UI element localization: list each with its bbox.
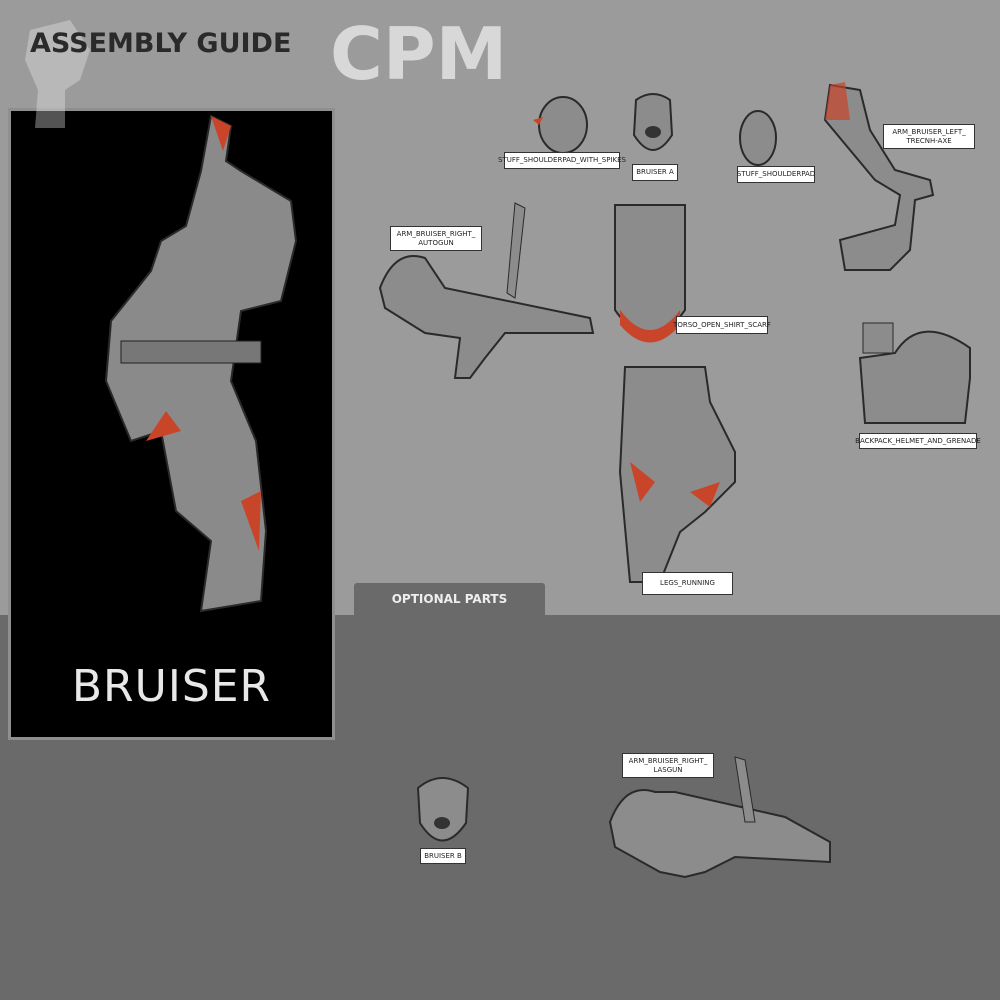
fist-logo-icon [25,20,90,128]
shoulderpad-image [739,110,777,166]
label-bruiser-b: BRUISER B [420,848,466,864]
character-panel: BRUISER [8,108,335,740]
label-bruiser-a: BRUISER A [632,164,678,181]
logo-watermark: CPM [330,12,508,96]
label-torso: TORSO_OPEN_SHIRT_SCARF [673,316,771,334]
label-legs: LEGS_RUNNING [642,572,733,595]
legs-running-image [618,366,736,583]
shoulderpad-spikes-image [533,96,588,154]
optional-parts-tab: OPTIONAL PARTS [354,583,545,616]
character-name: BRUISER [71,661,272,712]
page-title: ASSEMBLY GUIDE [30,28,292,59]
label-arm-right-lasgun: ARM_BRUISER_RIGHT_ LASGUN [622,753,714,778]
bruiser-b-head-image [416,777,470,842]
backpack-helmet-image [858,322,971,424]
arm-right-lasgun-image [608,756,831,879]
label-shoulderpad: STUFF_SHOULDERPAD [737,166,815,183]
assembled-miniature-image [104,114,298,613]
bruiser-a-head-image [632,93,674,151]
torso-image [614,204,686,343]
label-arm-right-autogun: ARM_BRUISER_RIGHT_ AUTOGUN [390,226,482,251]
label-arm-left-axe: ARM_BRUISER_LEFT_ TRECNH-AXE [883,124,975,149]
label-shoulderpad-spikes: STUFF_SHOULDERPAD_WITH_SPIKES [498,152,626,169]
label-backpack: BACKPACK_HELMET_AND_GRENADE [855,433,981,449]
arm-right-autogun-image [378,202,595,379]
arm-left-axe-image [823,82,935,271]
